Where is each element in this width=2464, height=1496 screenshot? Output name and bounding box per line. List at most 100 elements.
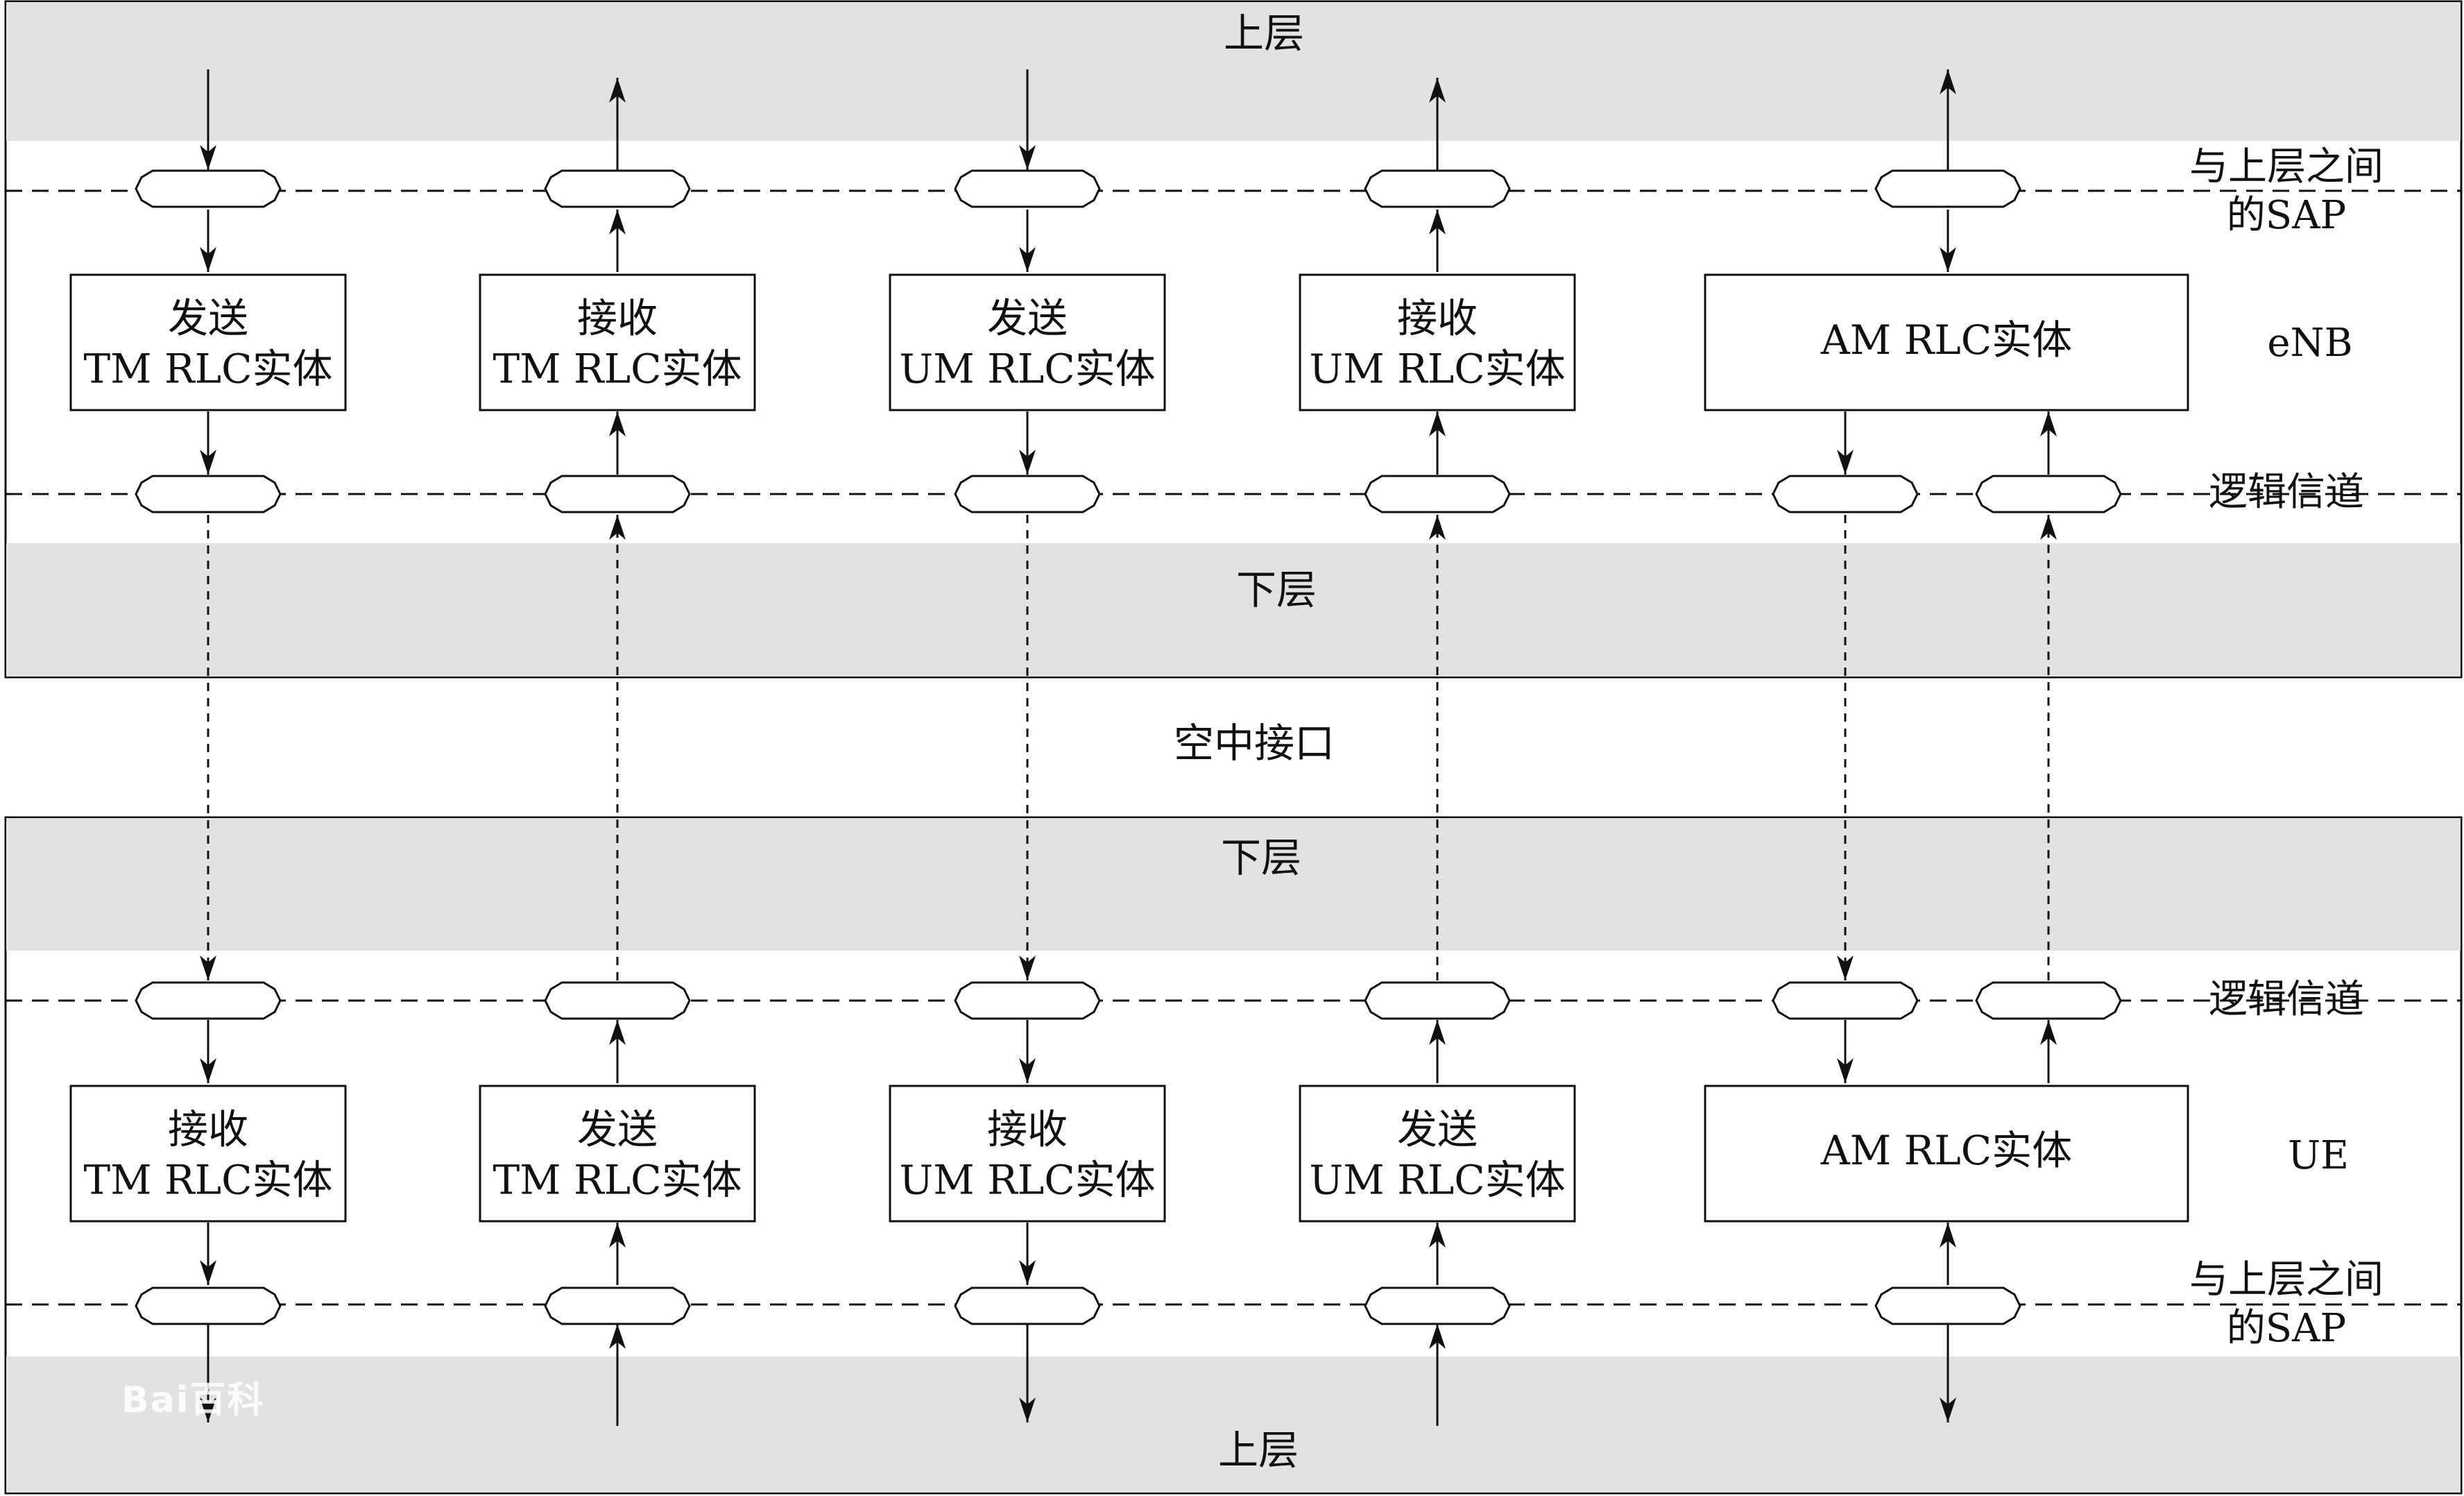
ue-col2-entity-arrow-head (609, 1020, 626, 1045)
ue-col3-entity-arrow-head (1019, 1058, 1036, 1083)
ue-entity-5: AM RLC实体 (1820, 1126, 2073, 1174)
enb-entity-2-line2: TM RLC实体 (493, 345, 742, 392)
enb-entity-4: 接收 UM RLC实体 (1309, 294, 1565, 394)
enb-entity-2-line1: 接收 (576, 294, 658, 342)
enb-col1-entity-arrow-head (200, 450, 216, 475)
enb-col4-entity-arrow-head (1429, 411, 1446, 436)
ue-entity-box-3 (889, 1085, 1166, 1223)
ue-col3-upper-arrow-head (1019, 1397, 1036, 1422)
enb-logical-channel-sap-1 (135, 475, 282, 513)
enb-entity-2: 接收 TM RLC实体 (493, 294, 742, 394)
enb-col2-sap-arrow-head (609, 210, 626, 235)
enb-col1-sap-arrow-head (200, 247, 216, 272)
enb-logical-channel-label: 逻辑信道 (2209, 470, 2364, 515)
ue-entity-box-1 (69, 1085, 347, 1223)
ue-col4-upper-arrow-head (1429, 1324, 1446, 1349)
ue-entity-1-line1: 接收 (167, 1105, 249, 1153)
enb-entity-box-2 (479, 273, 756, 411)
ue-node-label: UE (2287, 1133, 2350, 1178)
enb-am-sap-arrow-head (1940, 247, 1956, 272)
baidu-watermark: Bai百科 (121, 1379, 265, 1421)
ue-upper-sap-4 (1364, 1286, 1511, 1325)
ue-logical-channel-sap-2 (544, 981, 691, 1020)
ue-entity-2: 发送 TM RLC实体 (493, 1105, 742, 1205)
ue-upper-sap-1 (135, 1286, 282, 1325)
ue-entity-1-line2: TM RLC实体 (83, 1156, 333, 1203)
ue-logical-channel-sap-1 (135, 981, 282, 1020)
enb-entity-box-5 (1704, 273, 2189, 411)
enb-col2-upper-arrow-head (609, 78, 626, 103)
ue-logical-channel-sap-3 (954, 981, 1101, 1020)
air-col1-arrow-head (200, 955, 216, 980)
air-interface-label: 空中接口 (1173, 719, 1335, 767)
ue-logical-channel-sap-5 (1772, 981, 1919, 1020)
enb-col3-sap-arrow-head (1019, 247, 1036, 272)
enb-entity-1-line2: TM RLC实体 (83, 345, 333, 392)
ue-col4-sap-arrow-head (1429, 1223, 1446, 1248)
enb-col3-upper-arrow-head (1019, 145, 1036, 170)
ue-col2-sap-arrow-head (609, 1223, 626, 1248)
air-col3-arrow-head (1019, 955, 1036, 980)
ue-col3-sap-arrow-head (1019, 1260, 1036, 1285)
enb-logical-channel-sap-5 (1772, 475, 1919, 513)
enb-am-upper-arrow-head-up (1940, 69, 1956, 94)
ue-logical-channel-sap-6 (1975, 981, 2122, 1020)
ue-entity-3-line2: UM RLC实体 (899, 1156, 1156, 1203)
enb-entity-4-line2: UM RLC实体 (1309, 345, 1566, 392)
ue-upper-layer-label: 上层 (1217, 1426, 1299, 1474)
enb-entity-1-line1: 发送 (167, 294, 249, 342)
air-col4-arrow-head (1429, 515, 1446, 540)
enb-entity-box-3 (889, 273, 1166, 411)
ue-col4-entity-arrow-head (1429, 1020, 1446, 1045)
air-am-rx-arrow-head (2040, 515, 2057, 540)
ue-am-sap-arrow-head (1940, 1223, 1956, 1248)
enb-logical-channel-sap-2 (544, 475, 691, 513)
ue-lower-layer-band (6, 818, 2461, 951)
enb-entity-3-line2: UM RLC实体 (899, 345, 1156, 392)
enb-col4-upper-arrow-head (1429, 78, 1446, 103)
air-am-tx-arrow-head (1837, 955, 1854, 980)
ue-entity-4-line2: UM RLC实体 (1309, 1156, 1566, 1203)
ue-col1-entity-arrow-head (200, 1058, 216, 1083)
ue-entity-box-4 (1299, 1085, 1576, 1223)
enb-upper-sap-5 (1874, 169, 2021, 208)
air-col2-arrow-head (609, 515, 626, 540)
ue-upper-sap-5 (1874, 1286, 2021, 1325)
ue-entity-box-2 (479, 1085, 756, 1223)
ue-col2-upper-arrow-head (609, 1324, 626, 1349)
ue-entity-3-line1: 接收 (986, 1105, 1068, 1153)
ue-am-tx-entity-arrow-head (1837, 1058, 1854, 1083)
enb-entity-4-line1: 接收 (1396, 294, 1478, 342)
enb-lower-layer-band (6, 543, 2461, 677)
enb-logical-channel-sap-4 (1364, 475, 1511, 513)
enb-upper-layer-band (6, 2, 2461, 141)
enb-col2-entity-arrow-head (609, 411, 626, 436)
enb-entity-box-1 (69, 273, 347, 411)
ue-entity-3: 接收 UM RLC实体 (899, 1105, 1155, 1205)
enb-entity-5: AM RLC实体 (1820, 316, 2073, 364)
ue-am-upper-arrow-head (1940, 1397, 1956, 1422)
ue-entity-2-line1: 发送 (576, 1105, 658, 1153)
ue-logical-channel-sap-4 (1364, 981, 1511, 1020)
ue-upper-sap-3 (954, 1286, 1101, 1325)
ue-entity-1: 接收 TM RLC实体 (83, 1105, 332, 1205)
ue-entity-4: 发送 UM RLC实体 (1309, 1105, 1565, 1205)
enb-am-tx-entity-arrow-head (1837, 450, 1854, 475)
enb-lower-layer-label: 下层 (1235, 566, 1317, 613)
ue-sap-label: 与上层之间 的SAP (2189, 1257, 2384, 1351)
ue-entity-4-line1: 发送 (1396, 1105, 1478, 1153)
enb-node-label: eNB (2267, 321, 2353, 366)
ue-col1-upper-arrow-head (200, 1397, 216, 1422)
enb-upper-sap-3 (954, 169, 1101, 208)
enb-logical-channel-sap-3 (954, 475, 1101, 513)
ue-am-rx-entity-arrow-head (2040, 1020, 2057, 1045)
enb-upper-sap-1 (135, 169, 282, 208)
enb-upper-layer-label: 上层 (1223, 9, 1305, 57)
ue-upper-sap-2 (544, 1286, 691, 1325)
enb-upper-sap-2 (544, 169, 691, 208)
ue-col1-sap-arrow-head (200, 1260, 216, 1285)
ue-upper-layer-band (6, 1357, 2461, 1493)
enb-entity-3: 发送 UM RLC实体 (899, 294, 1155, 394)
ue-logical-channel-label: 逻辑信道 (2209, 977, 2364, 1022)
